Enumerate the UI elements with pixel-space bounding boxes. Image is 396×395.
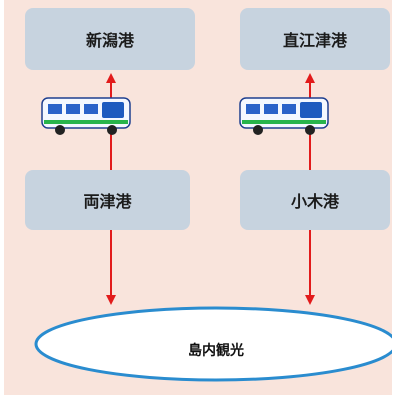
port-label-niigata: 新潟港 bbox=[85, 31, 134, 50]
bus-icon bbox=[41, 97, 131, 135]
port-label-ryotsu: 両津港 bbox=[83, 192, 132, 211]
bus-icon bbox=[239, 97, 329, 135]
port-box-ogi: 小木港 bbox=[240, 170, 390, 230]
port-box-ryotsu: 両津港 bbox=[25, 170, 190, 230]
destination-label: 島内観光 bbox=[188, 343, 244, 359]
destination-ellipse bbox=[34, 306, 392, 382]
port-label-ogi: 小木港 bbox=[290, 192, 339, 211]
port-box-niigata: 新潟港 bbox=[25, 8, 195, 70]
port-box-naoetsu: 直江津港 bbox=[240, 8, 390, 70]
port-label-naoetsu: 直江津港 bbox=[282, 31, 347, 50]
diagram-canvas: 新潟港 直江津港 両津港 小木港 島内観光 bbox=[4, 0, 392, 395]
